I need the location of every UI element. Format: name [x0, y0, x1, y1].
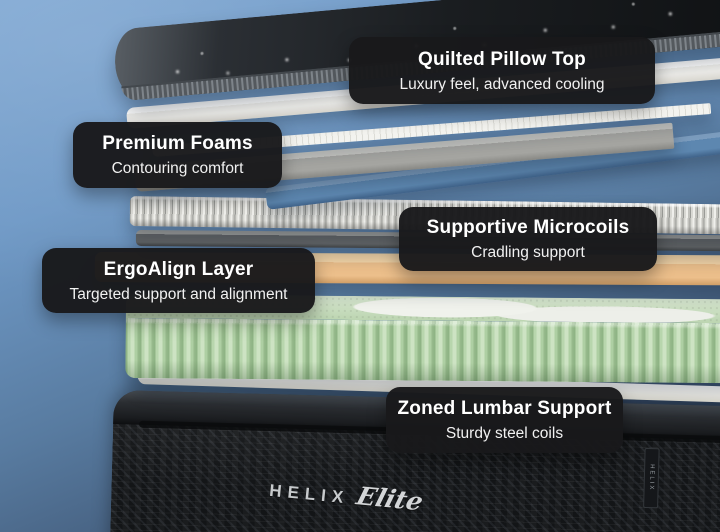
callout-subtitle: Luxury feel, advanced cooling	[399, 75, 605, 93]
callout-subtitle: Sturdy steel coils	[445, 425, 564, 442]
callout-quilted-pillow-top: Quilted Pillow Top Luxury feel, advanced…	[349, 37, 655, 104]
callout-subtitle: Targeted support and alignment	[69, 285, 288, 303]
callout-ergoalign-layer: ErgoAlign Layer Targeted support and ali…	[42, 248, 315, 313]
callout-title: Quilted Pillow Top	[418, 48, 586, 70]
side-seam-tag-label: HELIX	[648, 464, 655, 492]
callout-subtitle: Contouring comfort	[111, 160, 244, 177]
quilt-sparkle-dots	[112, 30, 115, 33]
callout-supportive-microcoils: Supportive Microcoils Cradling support	[399, 207, 657, 271]
callout-title: ErgoAlign Layer	[103, 258, 254, 280]
brand-model-script: Elite	[353, 481, 427, 517]
callout-subtitle: Cradling support	[471, 244, 585, 261]
zoned-lumbar-coil-face	[125, 317, 720, 384]
callout-premium-foams: Premium Foams Contouring comfort	[73, 122, 282, 188]
callout-title: Zoned Lumbar Support	[397, 398, 612, 419]
side-seam-tag: HELIX	[643, 447, 660, 509]
callout-title: Supportive Microcoils	[426, 217, 630, 238]
brand-logo: HELIX Elite	[268, 473, 427, 517]
brand-wordmark: HELIX	[268, 480, 351, 508]
callout-zoned-lumbar-support: Zoned Lumbar Support Sturdy steel coils	[386, 387, 623, 453]
callout-title: Premium Foams	[102, 133, 253, 154]
